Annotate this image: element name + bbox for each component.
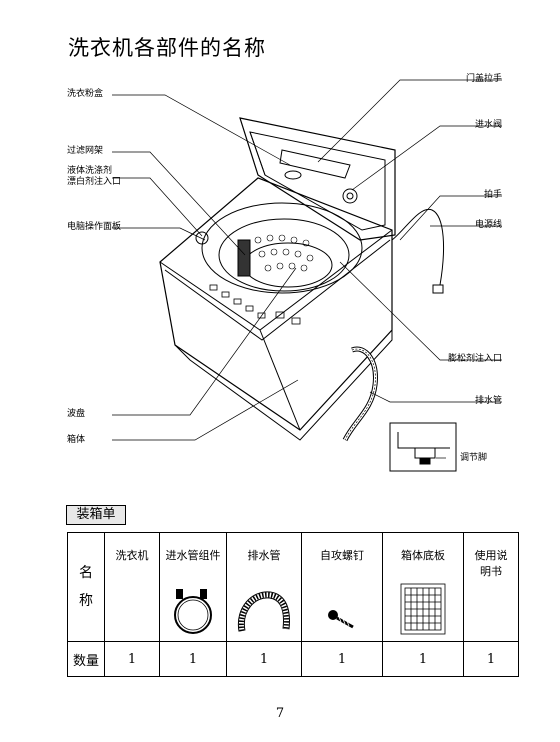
label-cabinet: 箱体 (67, 435, 86, 445)
item-name-line1: 使用说 (474, 549, 508, 562)
item-name: 箱体底板 (401, 549, 445, 562)
qty-cell: 1 (159, 641, 227, 677)
item-name: 洗衣机 (115, 549, 149, 562)
item-name: 进水管组件 (165, 549, 221, 562)
item-name: 自攻螺钉 (320, 549, 364, 562)
page-number: 7 (275, 706, 285, 721)
qty-row-label: 数量 (67, 641, 105, 677)
label-softener-inlet: 膨松剂注入口 (447, 354, 502, 364)
packing-list-label: 装箱单 (66, 505, 126, 525)
qty-cell: 1 (301, 641, 383, 677)
qty-cell: 1 (104, 641, 160, 677)
qty-cell: 1 (382, 641, 464, 677)
table-row: 名 称 洗衣机 进水管组件 排水管 (67, 532, 519, 642)
label-drain-hose: 排水管 (474, 396, 502, 406)
label-water-inlet-valve: 进水阀 (474, 120, 502, 130)
name-row-label: 名 称 (67, 532, 105, 642)
item-manual: 使用说 明书 (463, 532, 519, 642)
item-washing-machine: 洗衣机 (104, 532, 160, 642)
item-self-tapping-screw: 自攻螺钉 (301, 532, 383, 642)
page-title: 洗衣机各部件的名称 (68, 36, 266, 60)
label-handle: 拍手 (483, 190, 502, 200)
label-filter-net: 过滤网架 (67, 146, 104, 156)
label-lid-handle: 门盖拉手 (465, 74, 502, 84)
table-row: 数量 1 1 1 1 1 1 (67, 641, 519, 677)
label-detergent-box: 洗衣粉盒 (67, 89, 104, 99)
item-base-plate: 箱体底板 (382, 532, 464, 642)
label-power-cord: 电源线 (474, 220, 502, 230)
packing-list-table: 名 称 洗衣机 进水管组件 排水管 (67, 532, 519, 677)
item-inlet-hose: 进水管组件 (159, 532, 227, 642)
qty-cell: 1 (463, 641, 519, 677)
drain-hose-icon (237, 591, 290, 632)
qty-cell: 1 (226, 641, 302, 677)
inlet-hose-icon (174, 589, 212, 634)
base-plate-icon (400, 583, 446, 635)
label-liquid-detergent-line2: 漂白剂注入口 (67, 177, 122, 187)
name-label-char1: 名 (79, 565, 93, 581)
label-pulsator: 波盘 (67, 409, 86, 419)
item-name: 排水管 (247, 549, 281, 562)
label-liquid-detergent-line1: 液体洗涤剂 (67, 166, 113, 176)
item-name-line2: 明书 (480, 565, 502, 578)
washing-machine-diagram (112, 79, 502, 472)
item-drain-hose: 排水管 (226, 532, 302, 642)
screw-icon (328, 610, 354, 629)
label-control-panel: 电脑操作面板 (67, 222, 122, 232)
label-adjustable-foot: 调节脚 (460, 453, 488, 463)
name-label-char2: 称 (79, 593, 93, 609)
label-liquid-detergent: 液体洗涤剂 漂白剂注入口 (67, 166, 121, 188)
